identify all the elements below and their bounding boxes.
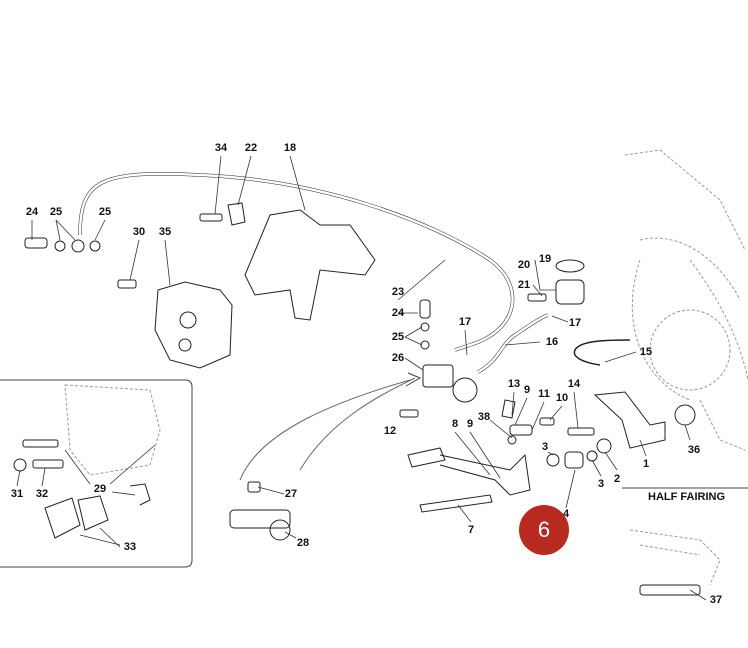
brake-pedal xyxy=(439,453,531,496)
callout-1: 1 xyxy=(642,458,650,470)
frame-outline xyxy=(624,149,748,451)
callout-8: 8 xyxy=(451,418,459,430)
callout-36: 36 xyxy=(687,444,701,456)
callout-23: 23 xyxy=(391,286,405,298)
callout-9: 9 xyxy=(523,384,531,396)
callout-10: 10 xyxy=(555,392,569,404)
callout-19: 19 xyxy=(538,253,552,265)
section-title-half-fairing: HALF FAIRING xyxy=(648,491,725,503)
callout-17: 17 xyxy=(568,317,582,329)
callout-38: 38 xyxy=(477,411,491,423)
callout-31: 31 xyxy=(10,488,24,500)
callout-26: 26 xyxy=(391,352,405,364)
callout-24: 24 xyxy=(25,206,39,218)
callout-37: 37 xyxy=(709,594,723,606)
callout-11: 11 xyxy=(538,388,550,400)
callout-25: 25 xyxy=(391,331,405,343)
callout-21: 21 xyxy=(517,279,531,291)
callout-7: 7 xyxy=(467,524,475,536)
callout-17: 17 xyxy=(458,316,472,328)
callout-34: 34 xyxy=(214,142,228,154)
callout-16: 16 xyxy=(545,336,559,348)
brake-caliper xyxy=(154,281,233,369)
callout-22: 22 xyxy=(244,142,258,154)
callout-32: 32 xyxy=(35,488,49,500)
leader-lines xyxy=(16,155,707,601)
master-cylinder xyxy=(422,364,454,388)
callout-30: 30 xyxy=(132,226,146,238)
callout-20: 20 xyxy=(517,259,531,271)
step-badge: 6 xyxy=(519,505,569,555)
callout-35: 35 xyxy=(158,226,172,238)
callout-28: 28 xyxy=(296,537,310,549)
foot-peg xyxy=(407,447,446,468)
callout-14: 14 xyxy=(567,378,581,390)
callout-3: 3 xyxy=(541,441,549,453)
callout-25: 25 xyxy=(98,206,112,218)
callout-3: 3 xyxy=(597,478,605,490)
callout-24: 24 xyxy=(391,307,405,319)
callout-18: 18 xyxy=(283,142,297,154)
callout-29: 29 xyxy=(93,483,107,495)
pedal-bracket xyxy=(593,391,666,449)
callout-15: 15 xyxy=(639,346,653,358)
callout-9: 9 xyxy=(466,418,474,430)
callout-25: 25 xyxy=(49,206,63,218)
callout-27: 27 xyxy=(284,488,298,500)
inset-panel xyxy=(0,379,193,568)
brake-hose-23 xyxy=(78,172,515,352)
callout-13: 13 xyxy=(507,378,521,390)
callout-2: 2 xyxy=(613,473,621,485)
callout-33: 33 xyxy=(123,541,137,553)
switch-cable-15 xyxy=(573,339,631,366)
callout-4: 4 xyxy=(562,508,570,520)
callout-12: 12 xyxy=(383,425,397,437)
caliper-bracket xyxy=(244,209,376,321)
